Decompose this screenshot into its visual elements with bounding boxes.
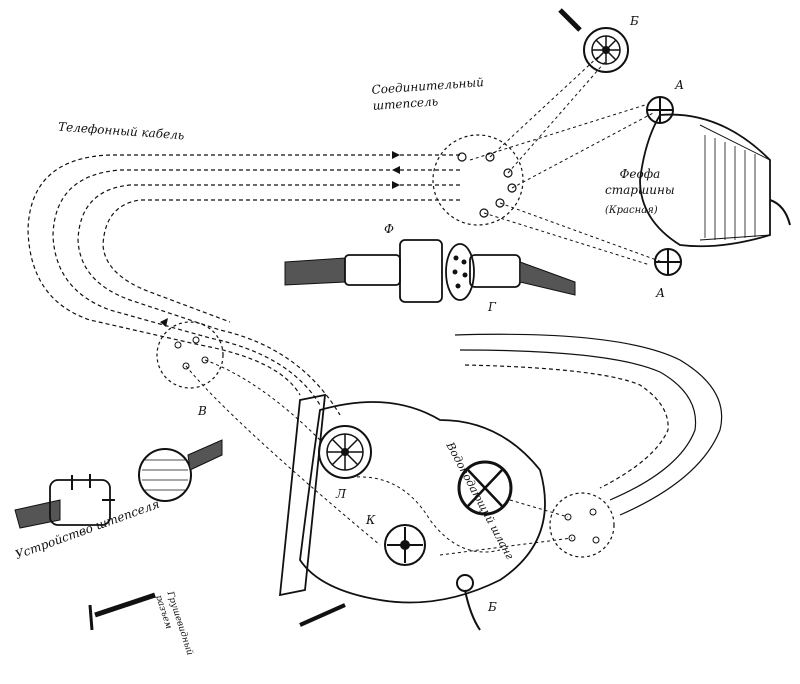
letter-b-top: Б xyxy=(630,14,639,28)
foreman-helmet-icon xyxy=(639,96,791,276)
diver-helmet-icon xyxy=(185,359,573,631)
helmet-wiring xyxy=(469,54,663,266)
cable-arrows xyxy=(160,151,400,327)
letter-k: К xyxy=(366,513,376,527)
letter-a-bottom: А xyxy=(656,286,666,300)
letter-f: Ф xyxy=(384,222,394,236)
connector-junction-right xyxy=(549,492,615,558)
water-hose xyxy=(454,333,723,516)
letter-v: В xyxy=(198,404,207,418)
letter-b-bottom: Б xyxy=(488,600,497,614)
plug-assembly-icon xyxy=(284,239,576,303)
label-foreman-helmet-note: (Красная) xyxy=(605,205,658,216)
letter-g: Г xyxy=(488,300,496,314)
wheel-top-icon xyxy=(558,8,629,73)
connector-junction-top xyxy=(432,134,524,226)
contact-pin-icon xyxy=(88,592,156,631)
letter-a-top: А xyxy=(675,78,685,92)
connector-junction-left xyxy=(156,321,224,389)
telephone-cable xyxy=(27,154,460,416)
label-foreman-helmet: Феофа старшины xyxy=(605,167,675,197)
plug-device-icon xyxy=(14,439,223,529)
letter-l: Л xyxy=(336,487,347,501)
